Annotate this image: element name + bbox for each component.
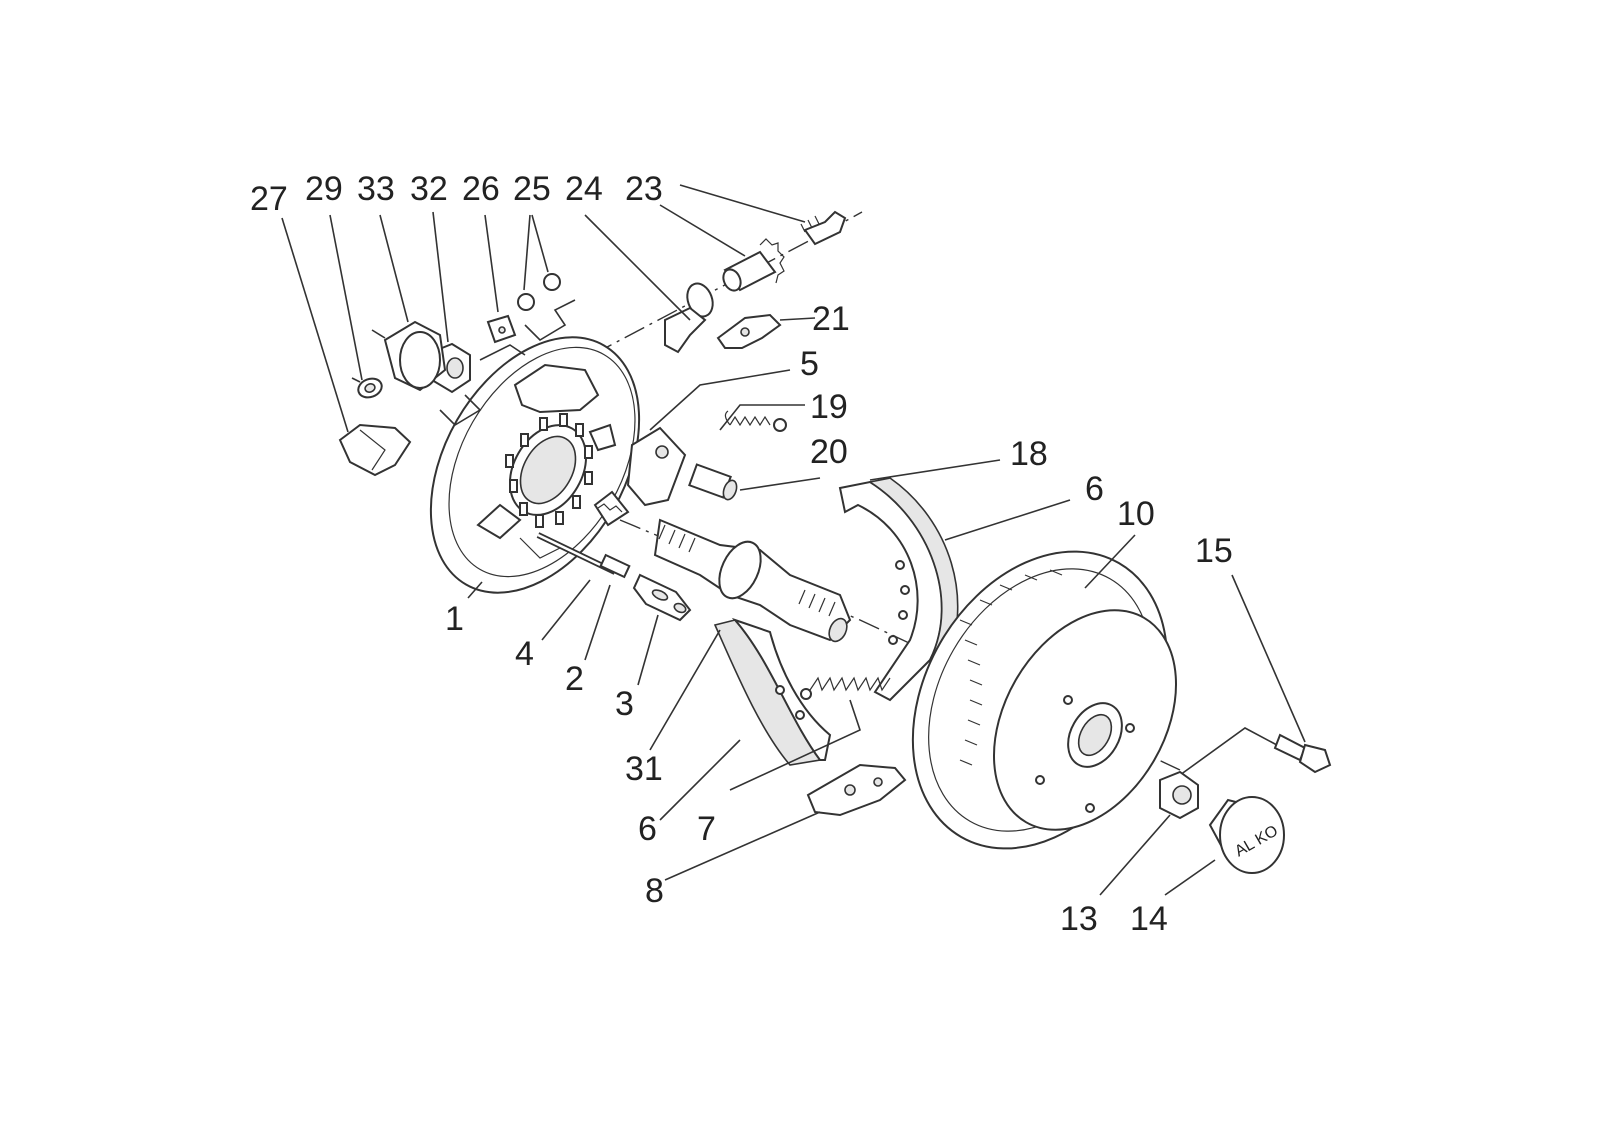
label-14: 14 bbox=[1130, 900, 1168, 938]
leader-21 bbox=[779, 317, 816, 321]
small-spring bbox=[724, 410, 787, 432]
leader-29 bbox=[329, 214, 363, 381]
leader-27 bbox=[281, 217, 349, 433]
small-plate bbox=[486, 314, 517, 344]
leader-4 bbox=[541, 579, 591, 641]
label-4: 4 bbox=[515, 635, 534, 673]
backing-plate bbox=[429, 336, 641, 594]
label-21: 21 bbox=[812, 300, 850, 338]
screws bbox=[517, 273, 561, 311]
label-13: 13 bbox=[1060, 900, 1098, 938]
label-3: 3 bbox=[615, 685, 634, 723]
label-25: 25 bbox=[513, 170, 551, 208]
label-8: 8 bbox=[645, 872, 664, 910]
leader-8 bbox=[664, 811, 821, 881]
hub-nut bbox=[1159, 770, 1199, 820]
label-6a: 6 bbox=[1085, 470, 1104, 508]
lever-plate bbox=[664, 282, 714, 354]
label-32: 32 bbox=[410, 170, 448, 208]
wheel-bolt bbox=[1273, 733, 1332, 774]
bushing bbox=[688, 463, 738, 501]
adjuster-bolt bbox=[800, 210, 847, 246]
adjuster-bracket bbox=[716, 313, 782, 349]
leader-33 bbox=[379, 214, 409, 323]
leader-15 bbox=[1231, 574, 1306, 743]
leader-25b bbox=[531, 214, 549, 273]
leader-18 bbox=[869, 459, 1001, 481]
leader-6a bbox=[944, 499, 1071, 541]
leader-20 bbox=[739, 477, 821, 491]
leader-7 bbox=[729, 699, 861, 791]
leader-32 bbox=[432, 211, 449, 343]
leader-5 bbox=[649, 369, 791, 431]
cable-bracket bbox=[338, 423, 412, 477]
return-spring bbox=[800, 676, 891, 700]
label-23: 23 bbox=[625, 170, 663, 208]
label-5: 5 bbox=[800, 345, 819, 383]
lower-brake-shoe bbox=[713, 617, 832, 766]
brake-drum bbox=[911, 550, 1177, 850]
label-31: 31 bbox=[625, 750, 663, 788]
leader-1 bbox=[467, 581, 483, 599]
label-29: 29 bbox=[305, 170, 343, 208]
leader-31 bbox=[649, 629, 721, 751]
label-10: 10 bbox=[1117, 495, 1155, 533]
label-6b: 6 bbox=[638, 810, 657, 848]
label-2: 2 bbox=[565, 660, 584, 698]
label-24: 24 bbox=[565, 170, 603, 208]
leader-10 bbox=[1084, 534, 1136, 589]
axle-stub bbox=[653, 518, 852, 643]
leader-23a bbox=[679, 184, 806, 223]
adjuster-sleeve bbox=[722, 238, 785, 292]
sensor-slots bbox=[505, 413, 593, 528]
leader-23b bbox=[659, 204, 746, 257]
label-1: 1 bbox=[445, 600, 464, 638]
leader-25a bbox=[523, 214, 531, 291]
leader-14 bbox=[1164, 859, 1216, 896]
leader-6b bbox=[659, 739, 741, 821]
label-7: 7 bbox=[697, 810, 716, 848]
leader-24 bbox=[584, 214, 691, 321]
lower-lever bbox=[806, 763, 907, 817]
label-15: 15 bbox=[1195, 532, 1233, 570]
label-26: 26 bbox=[462, 170, 500, 208]
label-33: 33 bbox=[357, 170, 395, 208]
leader-26 bbox=[484, 214, 499, 313]
label-20: 20 bbox=[810, 433, 848, 471]
assembly-lines bbox=[351, 299, 576, 427]
leader-2 bbox=[584, 584, 611, 661]
bearing bbox=[383, 320, 447, 392]
expander-lever bbox=[593, 426, 687, 527]
label-27: 27 bbox=[250, 180, 288, 218]
leader-19 bbox=[719, 404, 805, 431]
retaining-clip bbox=[632, 573, 692, 622]
leader-3 bbox=[637, 614, 659, 686]
label-19: 19 bbox=[810, 388, 848, 426]
guide-rod bbox=[536, 532, 631, 579]
label-18: 18 bbox=[1010, 435, 1048, 473]
hub-cap: AL KO bbox=[1208, 796, 1285, 874]
leader-13 bbox=[1099, 814, 1171, 896]
small-sleeve bbox=[357, 377, 383, 399]
